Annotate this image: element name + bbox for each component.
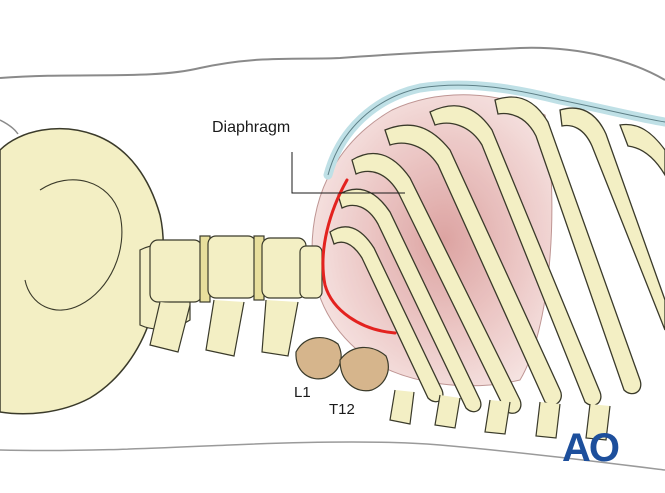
- pelvis: [0, 127, 165, 415]
- rib-2: [429, 105, 602, 406]
- label-t12: T12: [329, 401, 355, 418]
- costal-cartilage-outline: [327, 84, 665, 176]
- label-diaphragm: Diaphragm: [212, 119, 291, 136]
- thoracic-processes: [389, 389, 611, 441]
- label-l1: L1: [294, 384, 311, 401]
- rib-5: [351, 152, 522, 414]
- vertebra-t12: [339, 346, 389, 392]
- vertebra-l1: [295, 337, 342, 380]
- vertebra-l5: [149, 239, 203, 303]
- ribs: [329, 96, 665, 414]
- diaphragm-leader-line: [291, 152, 405, 194]
- rib-1: [384, 124, 562, 406]
- body-outline-left: [0, 119, 19, 135]
- rib-3: [494, 96, 642, 395]
- rib-4: [559, 107, 665, 331]
- spinous-processes: [149, 299, 299, 357]
- pelvis-inner: [24, 179, 123, 311]
- vertebra-l2: [299, 245, 323, 299]
- lumbar-spine: [149, 235, 611, 441]
- body-outline-lower: [0, 441, 665, 471]
- vertebra-l4: [207, 235, 257, 299]
- rib-6: [337, 188, 482, 413]
- rib-8: [619, 123, 665, 177]
- diaphragm-line: [321, 178, 397, 335]
- rib-7: [329, 226, 444, 403]
- ao-logo: AO: [562, 426, 620, 470]
- body-outline: [0, 46, 665, 81]
